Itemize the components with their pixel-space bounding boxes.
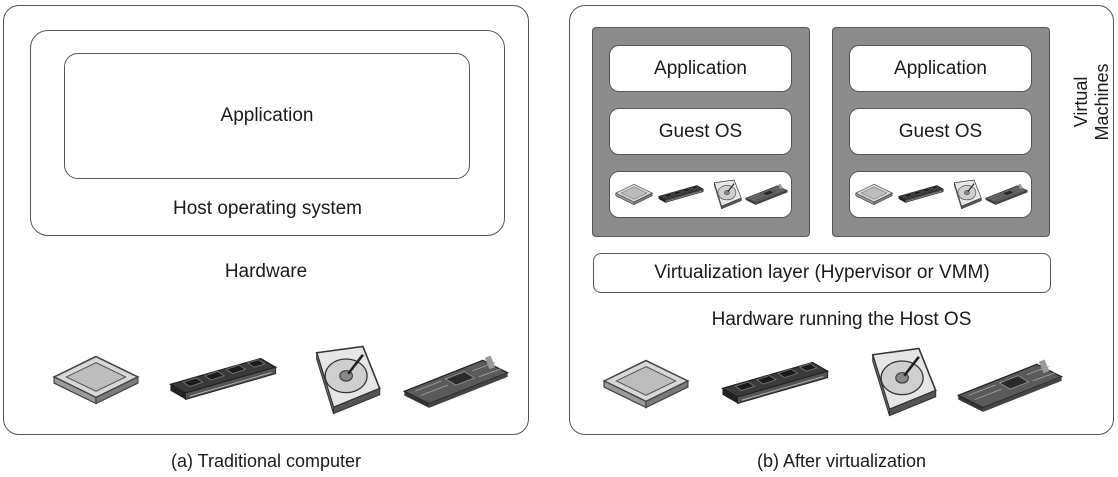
- memory-module-icon: [164, 352, 282, 406]
- application-box: Application: [64, 53, 470, 179]
- virtualization-layer-box: Virtualization layer (Hypervisor or VMM): [593, 253, 1051, 293]
- expansion-card-icon: [984, 181, 1030, 207]
- vm-left-guest-os-box: Guest OS: [609, 108, 792, 155]
- host-os-label: Host operating system: [172, 198, 363, 219]
- cpu-icon: [614, 180, 654, 208]
- hard-disk-icon: [948, 178, 984, 210]
- host-hardware-label: Hardware running the Host OS: [711, 309, 972, 330]
- hard-disk-icon: [858, 344, 942, 418]
- application-label: Application: [220, 105, 314, 126]
- memory-module-icon: [716, 356, 834, 410]
- vm-left-guest-os-label: Guest OS: [658, 120, 743, 142]
- vm-right-guest-os-label: Guest OS: [898, 120, 983, 142]
- caption-virtualized: (b) After virtualization: [756, 451, 927, 471]
- expansion-card-icon: [398, 350, 516, 412]
- hard-disk-icon: [708, 178, 744, 210]
- expansion-card-icon: [744, 181, 790, 207]
- vm-right-application-label: Application: [894, 57, 987, 79]
- virtualization-layer-label: Virtualization layer (Hypervisor or VMM): [654, 262, 990, 283]
- vm-right-application-box: Application: [849, 45, 1032, 92]
- hard-disk-icon: [302, 342, 386, 416]
- vm-right-guest-os-box: Guest OS: [849, 108, 1032, 155]
- virtual-machines-label: Virtual Machines: [1071, 57, 1115, 147]
- expansion-card-icon: [952, 354, 1070, 416]
- cpu-icon: [600, 352, 692, 414]
- virtual-machines-label-line2: Machines: [1092, 63, 1112, 141]
- vm-left-application-label: Application: [654, 57, 747, 79]
- virtual-machines-label-line1: Virtual: [1071, 76, 1091, 128]
- cpu-icon: [854, 180, 894, 208]
- memory-module-icon: [896, 182, 946, 206]
- cpu-icon: [50, 348, 142, 410]
- vm-left-application-box: Application: [609, 45, 792, 92]
- hardware-label: Hardware: [224, 261, 308, 282]
- memory-module-icon: [656, 182, 706, 206]
- caption-traditional: (a) Traditional computer: [170, 451, 362, 471]
